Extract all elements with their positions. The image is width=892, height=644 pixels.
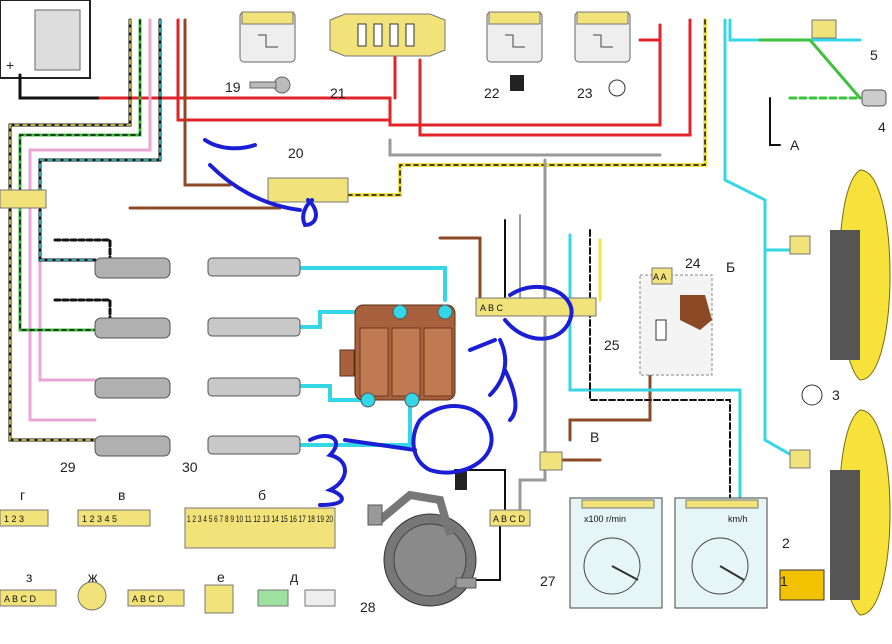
legend-key-e: е [217, 569, 225, 585]
left-connector [0, 189, 47, 209]
label-1: 1 [780, 573, 788, 589]
label-19: 19 [225, 79, 241, 95]
legend-key-z: з [26, 569, 32, 585]
connector-20 [267, 177, 349, 203]
label-28: 28 [360, 599, 376, 615]
label-B-cyr: Б [726, 259, 735, 275]
ignition-coil [339, 304, 456, 408]
legend-connectors [0, 507, 336, 614]
label-A: A [790, 137, 800, 153]
label-25: 25 [604, 337, 620, 353]
relay-22 [486, 11, 543, 91]
fuel-pump-28 [367, 470, 477, 607]
check-engine-icon [779, 569, 825, 601]
legend-key-b: б [258, 487, 266, 503]
label-27: 27 [540, 573, 556, 589]
legend-pins-v: 1 2 3 4 5 [82, 514, 117, 524]
legend-key-d: д [290, 569, 298, 585]
headlamp-connector-top [789, 235, 811, 255]
label-23: 23 [577, 85, 593, 101]
relay-23 [574, 11, 631, 97]
label-30: 30 [182, 459, 198, 475]
label-24: 24 [685, 255, 701, 271]
relay-19 [239, 11, 296, 94]
battery: + [0, 0, 91, 79]
connector-25 [475, 297, 597, 317]
c24-pins: A A [653, 272, 667, 282]
c25-pins: A B C [480, 303, 504, 313]
speedo-label: km/h [728, 514, 748, 524]
legend-key-g: г [20, 487, 25, 503]
legend-pins-g: 1 2 3 [4, 514, 24, 524]
legend-pins-z: A B C D [4, 594, 37, 604]
headlamps-3 [801, 169, 891, 616]
fuse-block-21 [329, 13, 446, 57]
connector-5 [811, 19, 837, 39]
label-4: 4 [878, 119, 886, 135]
pin-labels: 1 2 3 1 2 3 4 5 1 2 3 4 5 6 7 8 9 10 11 … [4, 272, 748, 604]
label-5: 5 [870, 47, 878, 63]
hand-annotations [203, 138, 574, 507]
legend-pins-e: A B C D [132, 594, 165, 604]
component-24 [639, 267, 713, 376]
label-20: 20 [288, 145, 304, 161]
tach-label: x100 r/min [584, 514, 626, 524]
legend-key-zh: ж [88, 569, 98, 585]
label-V-cyr: В [590, 429, 599, 445]
label-21: 21 [330, 85, 346, 101]
connector-27 [489, 509, 531, 527]
wire-harness [8, 18, 862, 581]
connector-v [539, 451, 563, 471]
legend-keys: г в б з ж е д [20, 487, 298, 585]
spark-plugs-30 [207, 257, 301, 455]
legend-key-v: в [118, 487, 125, 503]
label-2: 2 [782, 535, 790, 551]
component-labels: 19 21 22 23 5 4 A 20 24 25 3 29 30 27 28… [60, 47, 886, 615]
c27-pins: A B C D [493, 514, 526, 524]
injectors-29 [94, 257, 171, 457]
label-22: 22 [484, 85, 500, 101]
label-29: 29 [60, 459, 76, 475]
sensor-4 [861, 89, 887, 107]
label-3: 3 [832, 387, 840, 403]
instrument-cluster [569, 497, 825, 609]
svg-text:+: + [6, 57, 14, 73]
headlamp-connector-bottom [789, 449, 811, 469]
legend-pins-b: 1 2 3 4 5 6 7 8 9 10 11 12 13 14 15 16 1… [187, 514, 333, 524]
